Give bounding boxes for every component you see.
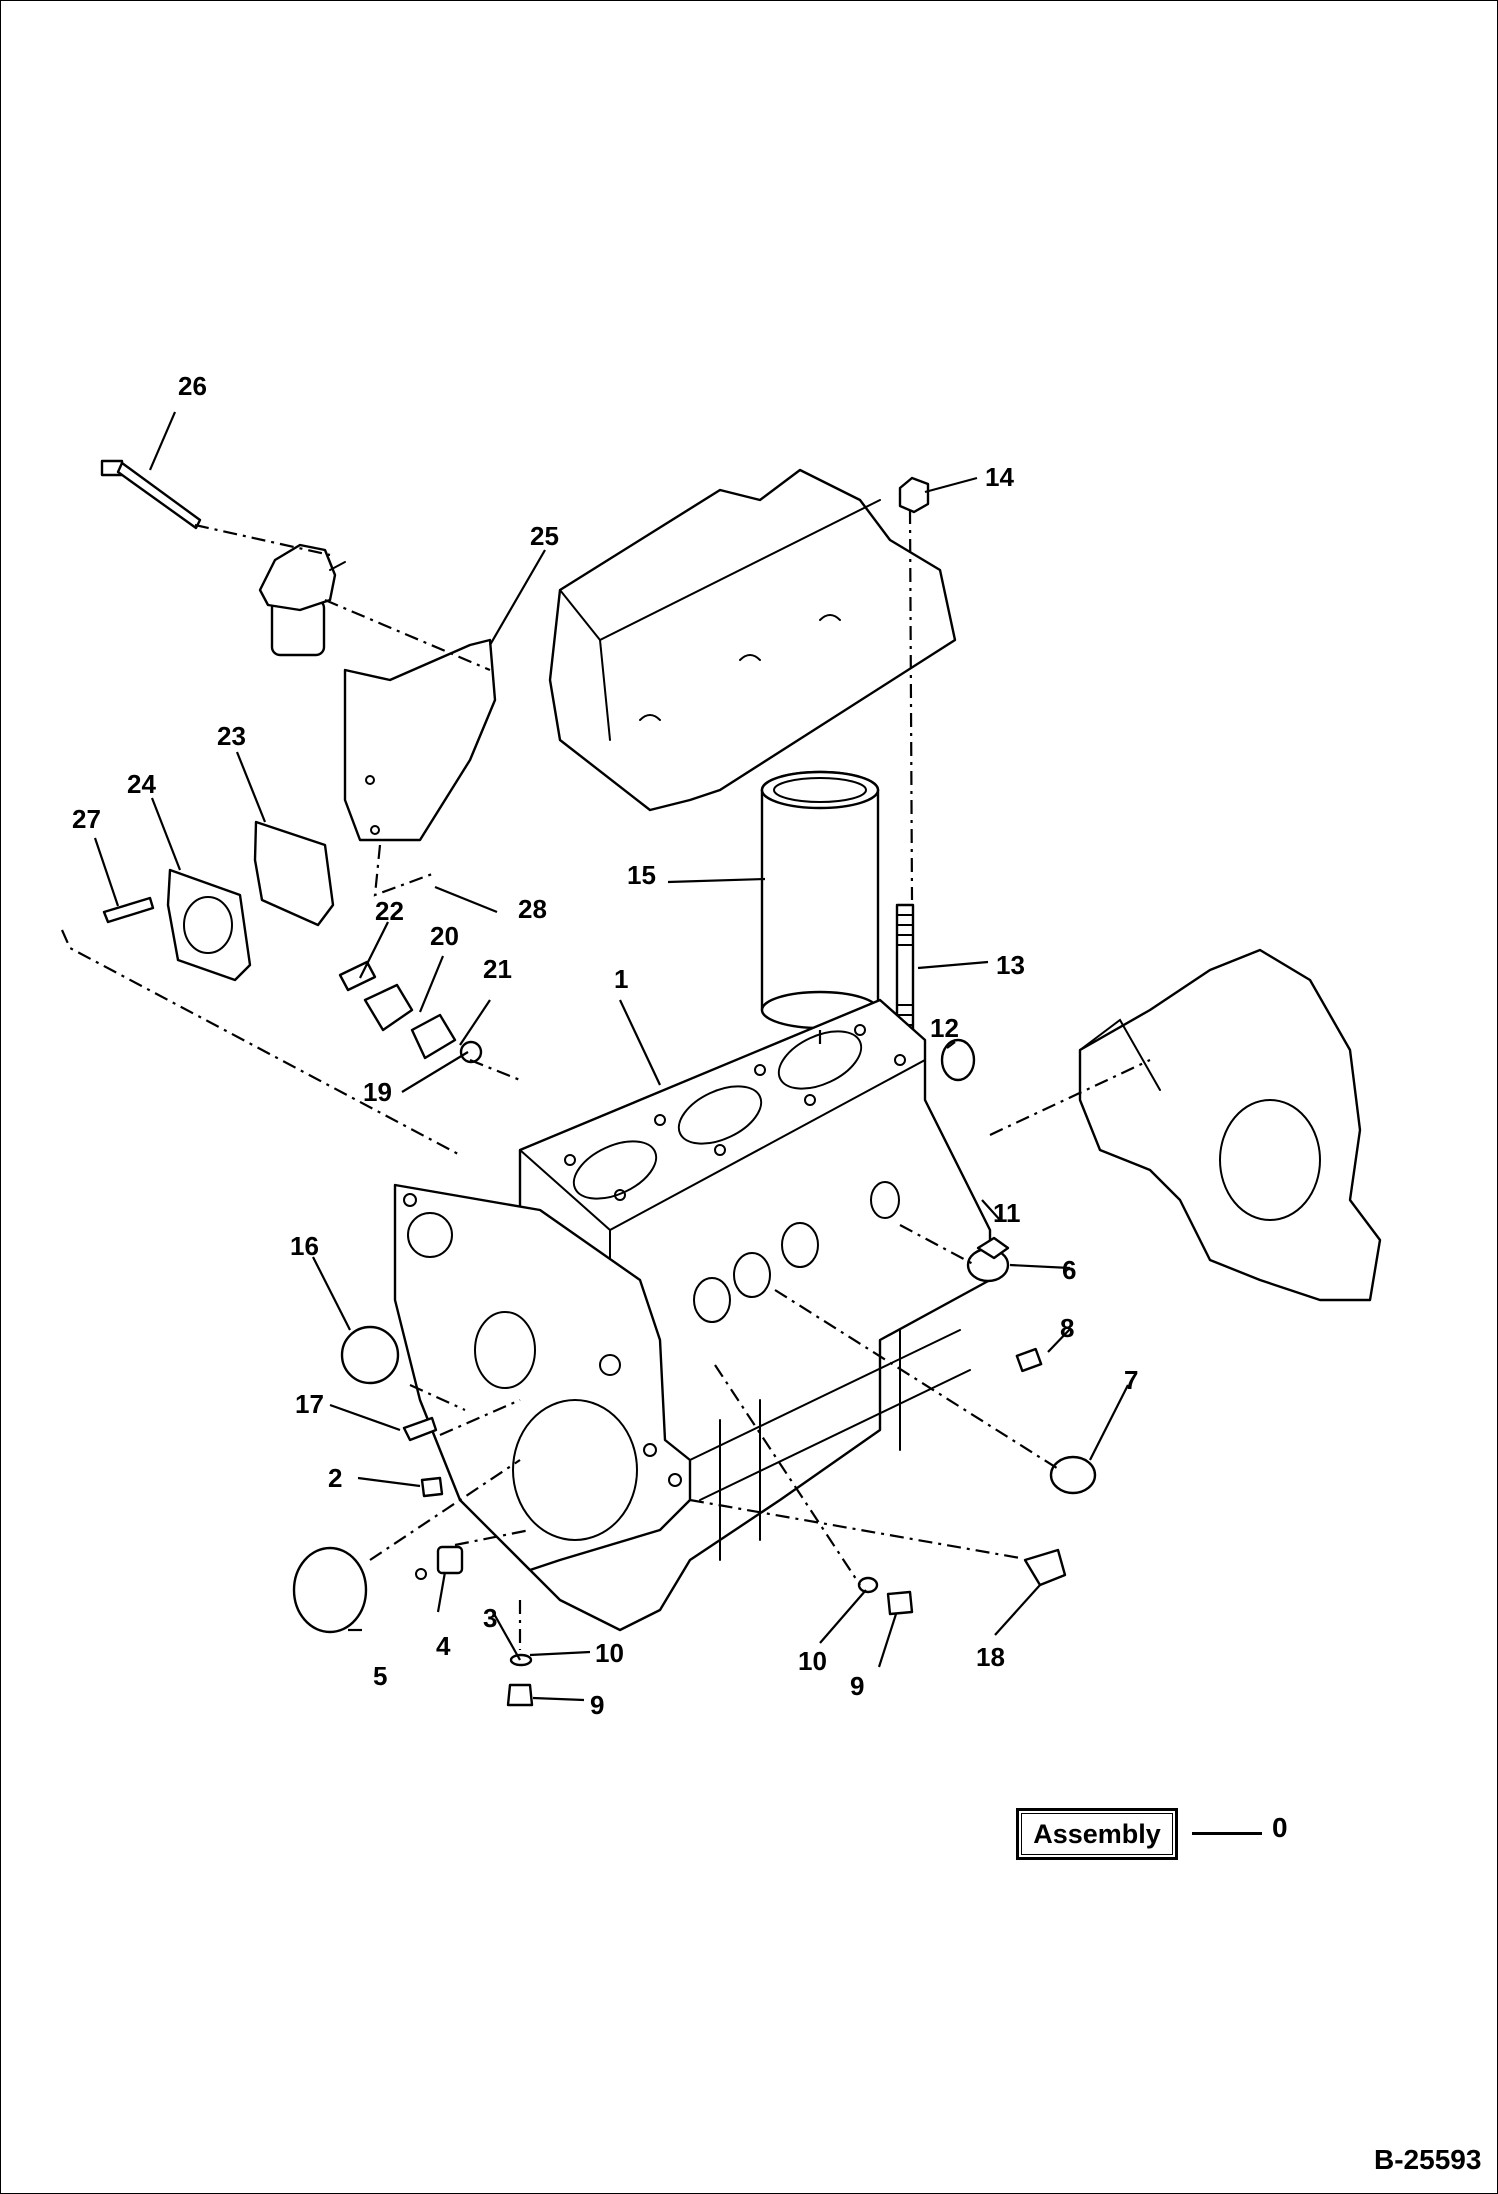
assembly-leader-line: [1192, 1832, 1262, 1835]
assembly-label: Assembly: [1033, 1818, 1161, 1849]
callout-17: 17: [295, 1389, 324, 1419]
callout-22: 22: [375, 896, 404, 926]
callout-1: 1: [614, 964, 628, 994]
callout-18: 18: [976, 1642, 1005, 1672]
cylinder-liner: [760, 770, 880, 1030]
drawing-id: B-25593: [1374, 2144, 1482, 2175]
callout-9-lower: 9: [590, 1690, 604, 1720]
callout-8: 8: [1060, 1313, 1074, 1343]
callout-26: 26: [178, 371, 207, 401]
callout-10-right: 10: [798, 1646, 827, 1676]
callout-23: 23: [217, 721, 246, 751]
alignment-lines: [60, 509, 1151, 1650]
assembly-label-box: Assembly: [1016, 1808, 1178, 1860]
cover-plate: [253, 820, 335, 927]
callout-9-right: 9: [850, 1671, 864, 1701]
fuel-filter: [258, 543, 346, 657]
assembly-number: 0: [1272, 1812, 1288, 1843]
callout-21: 21: [483, 954, 512, 984]
callout-12: 12: [930, 1013, 959, 1043]
callout-27: 27: [72, 804, 101, 834]
callout-11: 11: [993, 1198, 1021, 1228]
callout-28: 28: [518, 894, 547, 924]
stud-bolt: [895, 903, 915, 1037]
callout-15: 15: [627, 860, 656, 890]
stud: [102, 896, 155, 924]
callout-6: 6: [1062, 1255, 1076, 1285]
leader-lines: [93, 411, 1129, 1702]
callout-25: 25: [530, 521, 559, 551]
callout-2: 2: [328, 1463, 342, 1493]
callout-10-lower: 10: [595, 1638, 624, 1668]
callout-20: 20: [430, 921, 459, 951]
callout-3: 3: [483, 1603, 497, 1633]
gasket: [166, 868, 252, 982]
small-parts: [292, 476, 1097, 1707]
callout-13: 13: [996, 950, 1025, 980]
filter-bracket: [343, 638, 497, 842]
callout-24: 24: [127, 769, 156, 799]
callout-14: 14: [985, 462, 1014, 492]
callout-19: 19: [363, 1077, 392, 1107]
head-cover: [548, 468, 957, 812]
callout-16: 16: [290, 1231, 319, 1261]
callout-5: 5: [373, 1661, 387, 1691]
gear-case: [393, 1183, 692, 1572]
callout-7: 7: [1124, 1365, 1138, 1395]
callout-labels: 26 25 14 23 24 27 28 15 22 20 21 1 13 12…: [72, 371, 1138, 1720]
callout-4: 4: [436, 1631, 451, 1661]
flywheel-housing: [1078, 948, 1382, 1302]
bleed-bolt: [100, 459, 202, 530]
